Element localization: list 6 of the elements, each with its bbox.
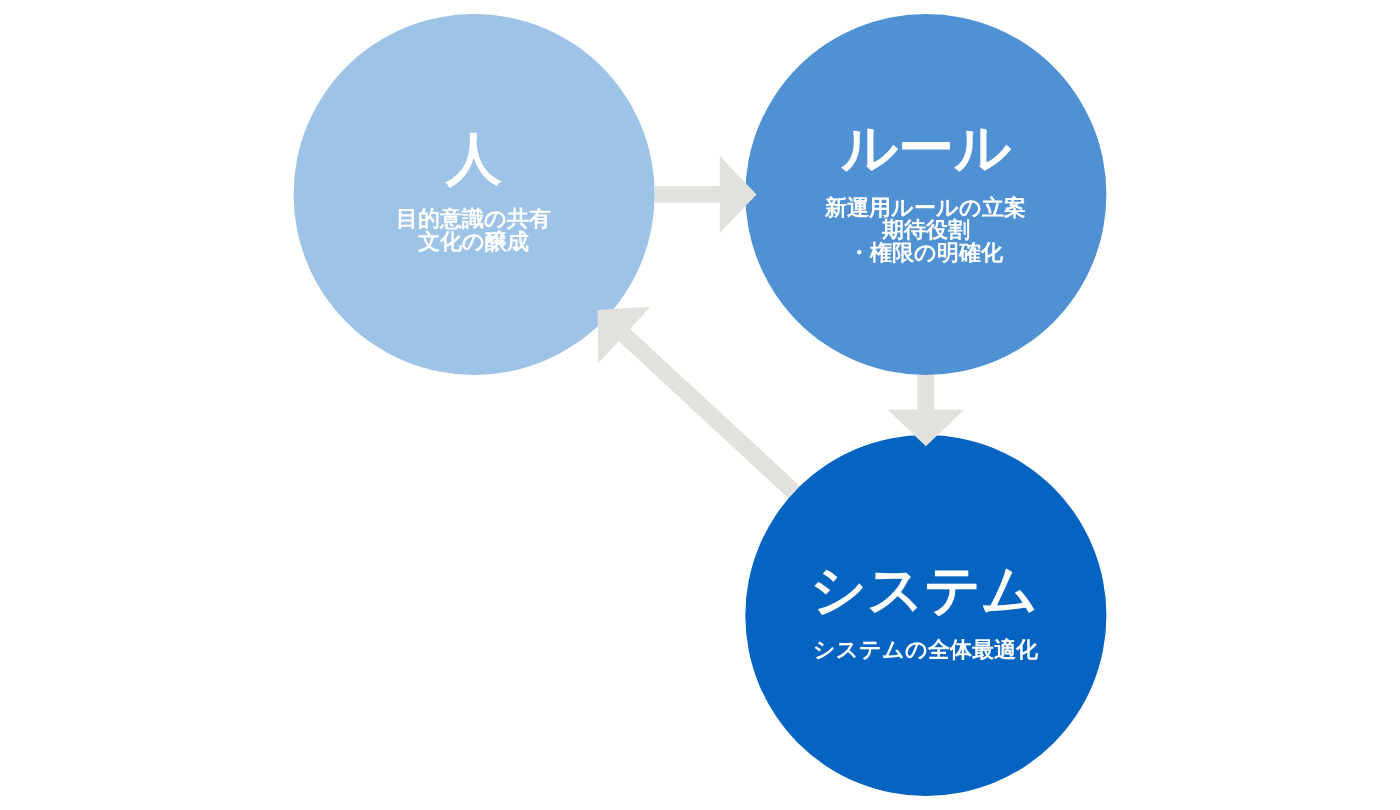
arrow [655, 156, 757, 233]
node-circle: 人 目的意識の共有文化の醸成 [293, 13, 655, 375]
node-circle: ルール 新運用ルールの立案期待役割・権限の明確化 [745, 13, 1107, 375]
arrow [887, 375, 965, 447]
node-circle: システム システムの全体最適化 [745, 435, 1107, 797]
arrow [597, 306, 800, 498]
